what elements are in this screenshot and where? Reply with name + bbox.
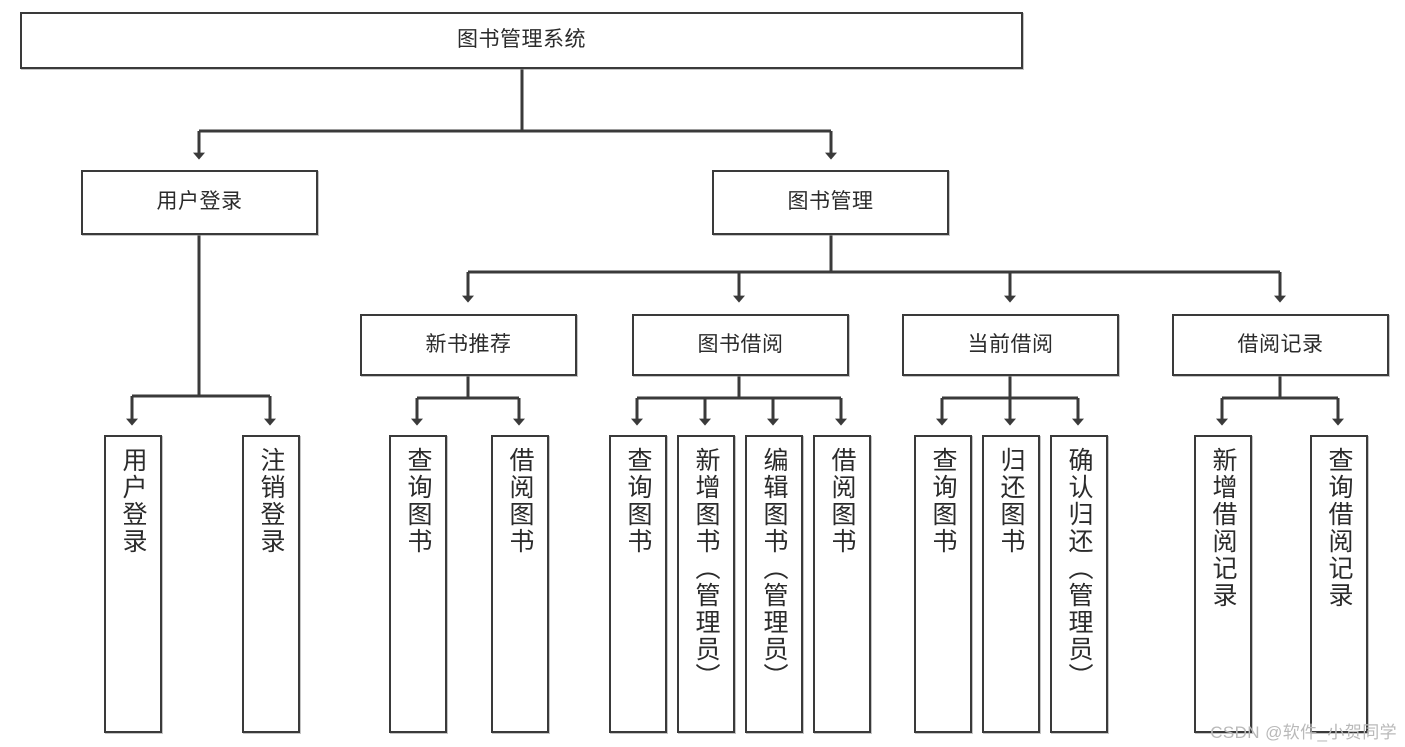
leaf-query-books-newbook-label: 查询图书: [404, 447, 432, 555]
leaf-user-login[interactable]: 用户登录: [104, 435, 162, 733]
leaf-edit-book-admin-label: 编辑图书（管理员）: [760, 447, 788, 690]
leaf-return-books-label: 归还图书: [997, 447, 1025, 555]
leaf-add-book-admin[interactable]: 新增图书（管理员）: [677, 435, 735, 733]
leaf-edit-book-admin[interactable]: 编辑图书（管理员）: [745, 435, 803, 733]
node-borrow-records[interactable]: 借阅记录: [1172, 314, 1389, 376]
leaf-confirm-return-admin[interactable]: 确认归还（管理员）: [1050, 435, 1108, 733]
leaf-borrow-books-newbook-label: 借阅图书: [506, 447, 534, 555]
leaf-query-borrow-record-label: 查询借阅记录: [1325, 447, 1353, 609]
node-book-borrow-label: 图书借阅: [697, 332, 784, 356]
leaf-query-books-current-label: 查询图书: [929, 447, 957, 555]
node-user-login-label: 用户登录: [156, 190, 243, 214]
leaf-add-borrow-record-label: 新增借阅记录: [1209, 447, 1237, 609]
node-book-management-label: 图书管理: [787, 190, 874, 214]
leaf-logout[interactable]: 注销登录: [242, 435, 300, 733]
leaf-query-books-borrow-label: 查询图书: [624, 447, 652, 555]
node-new-book-recommend-label: 新书推荐: [425, 332, 512, 356]
node-new-book-recommend[interactable]: 新书推荐: [360, 314, 577, 376]
leaf-confirm-return-admin-label: 确认归还（管理员）: [1065, 447, 1093, 690]
node-current-borrow[interactable]: 当前借阅: [902, 314, 1119, 376]
leaf-add-borrow-record[interactable]: 新增借阅记录: [1194, 435, 1252, 733]
node-book-borrow[interactable]: 图书借阅: [632, 314, 849, 376]
node-book-management[interactable]: 图书管理: [712, 170, 949, 235]
leaf-query-books-borrow[interactable]: 查询图书: [609, 435, 667, 733]
leaf-borrow-books-label: 借阅图书: [828, 447, 856, 555]
node-current-borrow-label: 当前借阅: [967, 332, 1054, 356]
leaf-return-books[interactable]: 归还图书: [982, 435, 1040, 733]
node-root[interactable]: 图书管理系统: [20, 12, 1023, 69]
leaf-user-login-label: 用户登录: [119, 447, 147, 555]
node-user-login[interactable]: 用户登录: [81, 170, 318, 235]
leaf-logout-label: 注销登录: [257, 447, 285, 555]
node-borrow-records-label: 借阅记录: [1237, 332, 1324, 356]
node-root-label: 图书管理系统: [457, 28, 586, 52]
leaf-query-borrow-record[interactable]: 查询借阅记录: [1310, 435, 1368, 733]
leaf-query-books-newbook[interactable]: 查询图书: [389, 435, 447, 733]
leaf-borrow-books[interactable]: 借阅图书: [813, 435, 871, 733]
csdn-watermark: CSDN @软件_小贺同学: [1210, 723, 1397, 742]
leaf-query-books-current[interactable]: 查询图书: [914, 435, 972, 733]
leaf-add-book-admin-label: 新增图书（管理员）: [692, 447, 720, 690]
leaf-borrow-books-newbook[interactable]: 借阅图书: [491, 435, 549, 733]
